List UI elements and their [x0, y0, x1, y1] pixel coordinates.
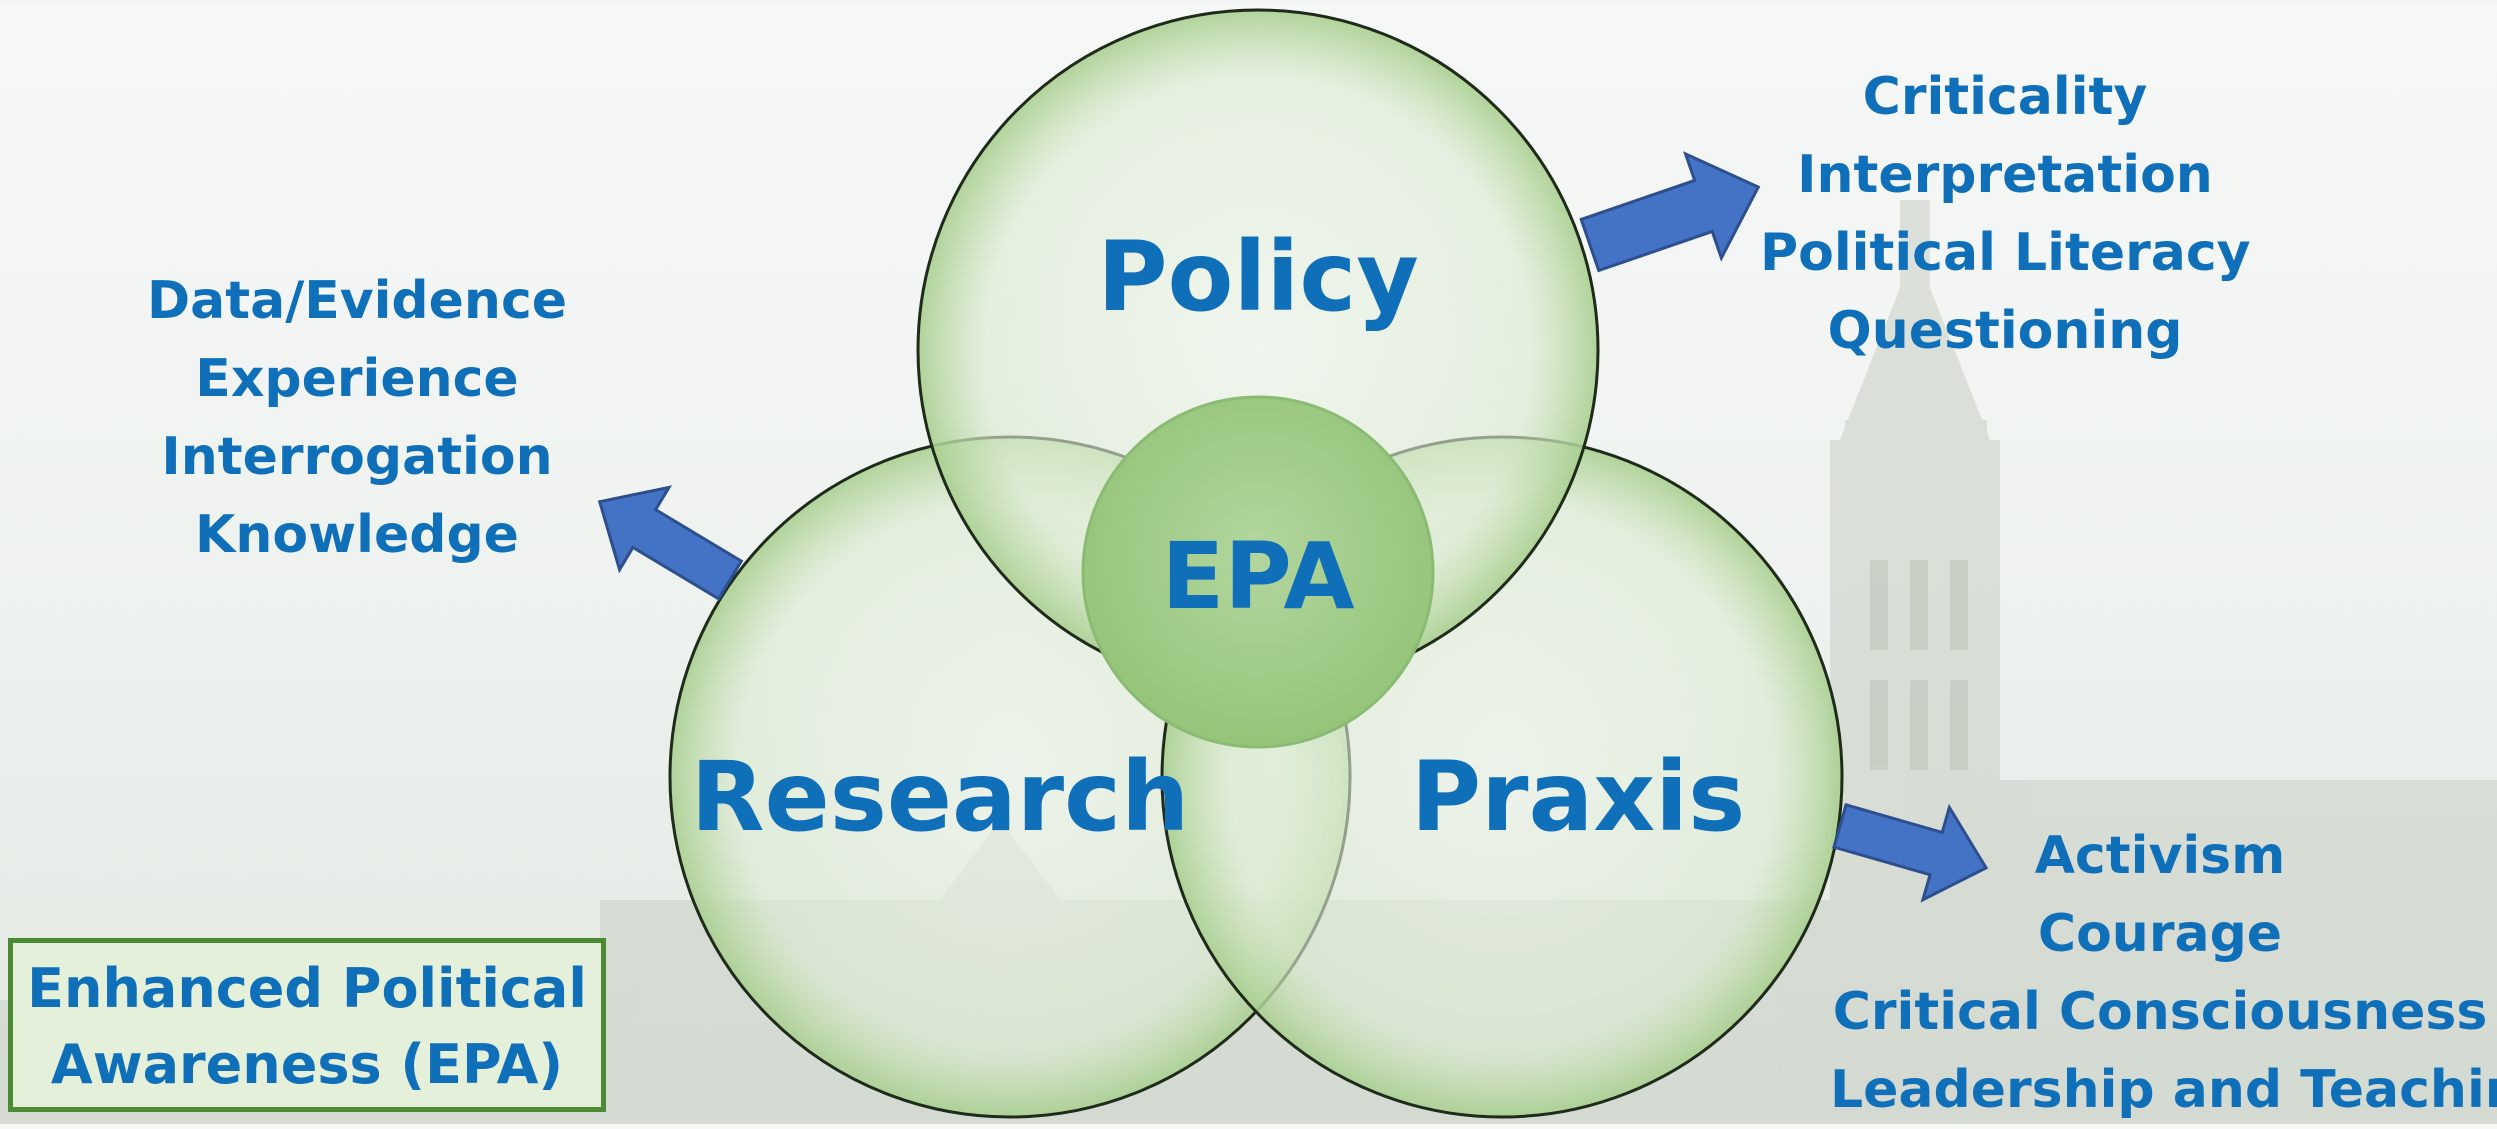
- list-item: Questioning: [1827, 301, 2183, 361]
- epa-legend-box: Enhanced Political Awareness (EPA): [8, 938, 606, 1112]
- research-label: Research: [691, 741, 1190, 853]
- list-item: Data/Evidence: [147, 271, 568, 331]
- list-item: Critical Consciousness: [1832, 982, 2488, 1042]
- list-item: Criticality: [1862, 67, 2148, 127]
- legend-line-1: Enhanced Political: [27, 957, 587, 1020]
- praxis-label: Praxis: [1411, 741, 1745, 853]
- epa-label: EPA: [1161, 523, 1354, 630]
- epa-center-circle: [1081, 395, 1435, 749]
- praxis-outcomes-list: Activism Courage Critical Consciousness …: [1830, 817, 2497, 1129]
- list-item: Political Literacy: [1760, 223, 2251, 283]
- list-item: Interpretation: [1797, 145, 2213, 205]
- list-item: Courage: [2037, 904, 2283, 964]
- legend-line-2: Awareness (EPA): [50, 1033, 564, 1096]
- policy-outcomes-list: Criticality Interpretation Political Lit…: [1760, 58, 2251, 370]
- list-item: Experience: [195, 349, 519, 409]
- policy-label: Policy: [1097, 221, 1419, 333]
- arrow-right-up-icon: [1579, 151, 1761, 273]
- list-item: Interrogation: [161, 427, 553, 487]
- list-item: Leadership and Teaching: [1830, 1060, 2497, 1120]
- list-item: Knowledge: [195, 505, 519, 565]
- arrow-left-up-icon: [597, 485, 744, 601]
- arrow-right-down-icon: [1832, 802, 1989, 903]
- research-outcomes-list: Data/Evidence Experience Interrogation K…: [147, 262, 567, 574]
- list-item: Activism: [2034, 826, 2286, 886]
